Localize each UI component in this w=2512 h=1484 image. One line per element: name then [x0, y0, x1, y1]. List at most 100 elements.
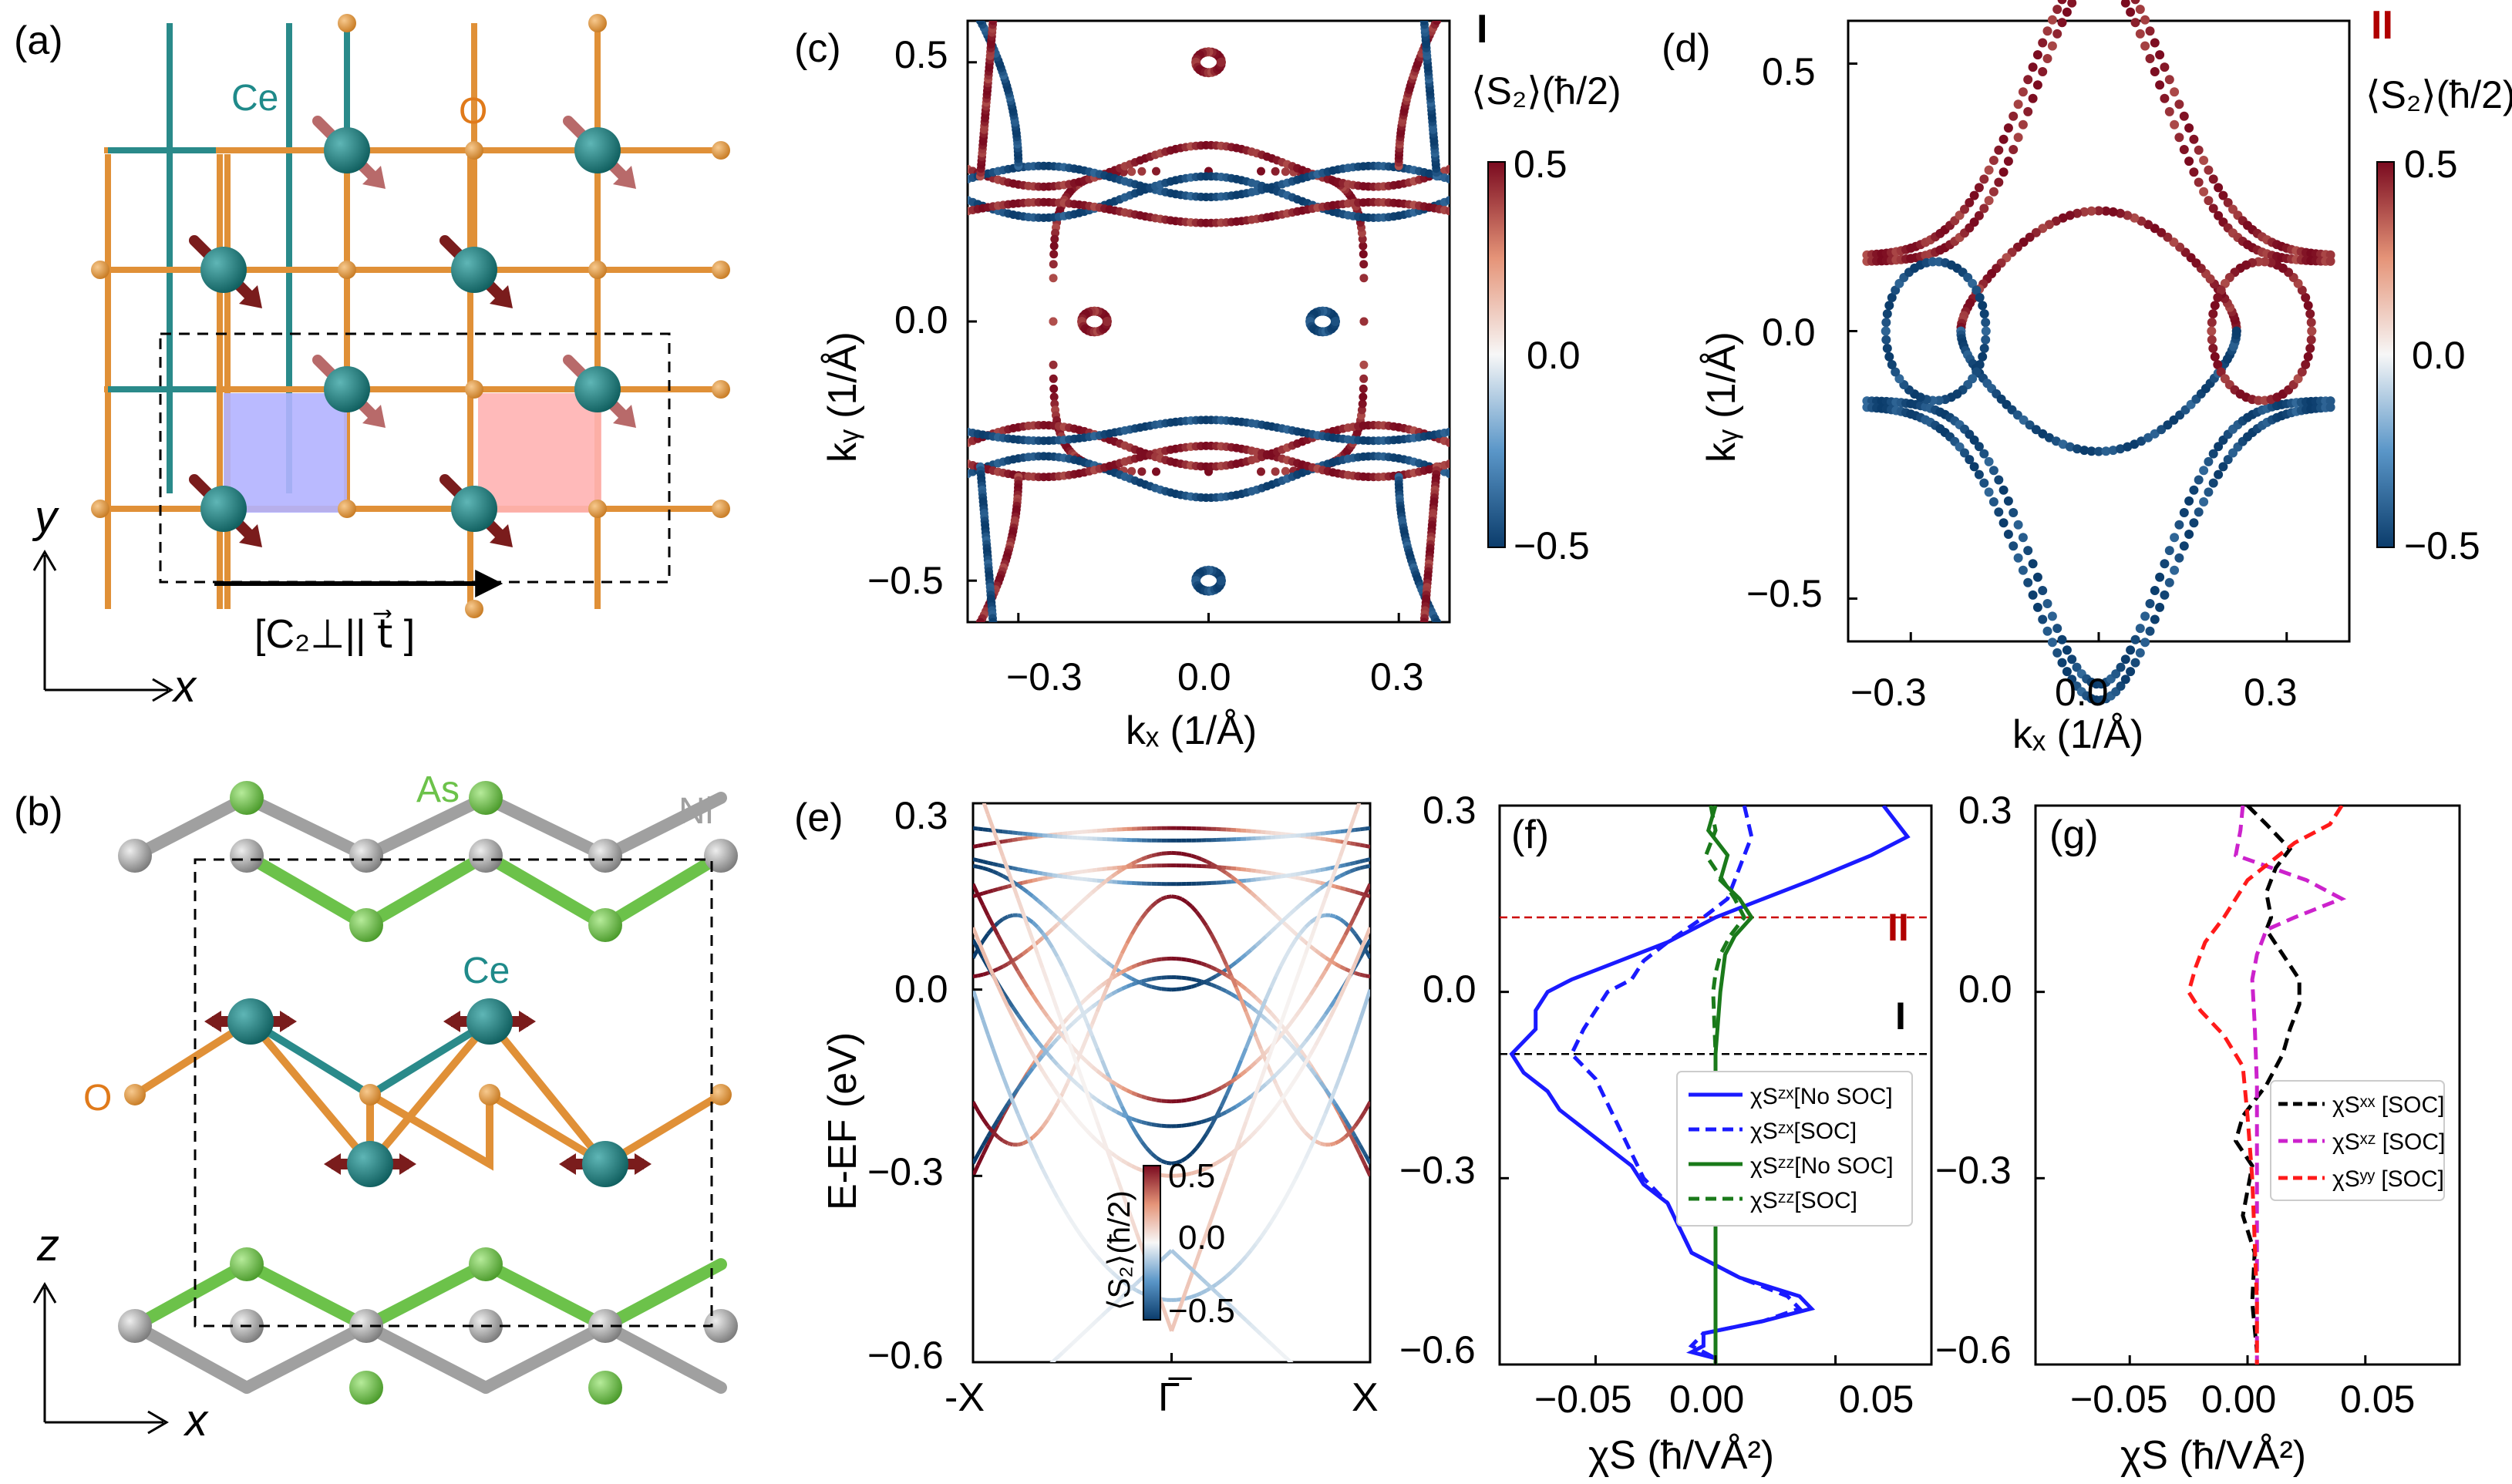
legend-g-entry-1: χSˣᶻ [SOC] — [2332, 1129, 2445, 1155]
band-segment — [995, 934, 1005, 946]
panel-e-ytick-1: 0.0 — [894, 967, 948, 1011]
fermi-contour-point — [1994, 475, 2004, 485]
band-segment — [1363, 1153, 1370, 1165]
band-segment — [981, 1143, 990, 1156]
fermi-contour-point — [2184, 530, 2194, 539]
band-segment — [1115, 1176, 1124, 1193]
legend-f-entry-3: χSᶻᶻ[SOC] — [1750, 1188, 1857, 1213]
band-segment — [1080, 1079, 1089, 1095]
band-segment — [1323, 1100, 1332, 1115]
panel-g-ytick-0: 0.3 — [1958, 789, 2012, 832]
fermi-contour-point — [2123, 210, 2133, 220]
band-segment — [1186, 1097, 1192, 1102]
ce-atom — [200, 486, 247, 532]
band-segment — [1338, 1110, 1347, 1121]
band-segment — [1365, 1432, 1370, 1437]
fermi-contour-point — [2009, 111, 2019, 121]
band-segment — [1076, 1118, 1084, 1127]
band-segment — [1200, 857, 1207, 863]
band-segment — [981, 933, 990, 943]
band-segment — [1131, 981, 1138, 987]
o-atom — [91, 500, 109, 518]
band-segment — [1255, 869, 1261, 874]
band-segment — [1230, 1304, 1237, 1313]
band-segment — [991, 924, 1000, 936]
band-segment — [1156, 957, 1162, 962]
fermi-contour-point — [1357, 405, 1366, 415]
band-segment — [1234, 957, 1243, 964]
band-segment — [1353, 951, 1362, 964]
band-segment — [1022, 1139, 1029, 1146]
band-segment — [1086, 1323, 1094, 1331]
band-segment — [1298, 953, 1308, 969]
band-segment — [1244, 1035, 1253, 1049]
band-segment — [1234, 1135, 1243, 1150]
fermi-contour-point — [2065, 442, 2075, 452]
fermi-contour-point — [1419, 21, 1429, 25]
fermi-contour-point — [1979, 449, 1989, 459]
fermi-contour-point — [1981, 318, 1991, 328]
band-segment — [1102, 867, 1108, 871]
fermi-contour-point — [1127, 167, 1136, 177]
band-segment — [1031, 894, 1039, 902]
band-segment — [1234, 980, 1243, 987]
band-segment — [1176, 1297, 1182, 1302]
fermi-contour-point — [2116, 208, 2125, 218]
band-segment — [1244, 1011, 1253, 1025]
panel-f-label: (f) — [1511, 813, 1549, 857]
band-segment — [1325, 866, 1331, 871]
band-segment — [1353, 1019, 1362, 1035]
fermi-contour-point — [2018, 119, 2028, 130]
band-segment — [1320, 913, 1326, 919]
band-segment — [1264, 987, 1273, 1000]
fermi-contour-point — [2293, 374, 2303, 384]
fermi-contour-point — [1984, 456, 1994, 466]
band-segment — [1194, 1272, 1203, 1280]
band-segment — [1051, 1021, 1059, 1031]
fermi-contour-point — [1974, 183, 1984, 193]
panel-c: (c) −0.3 0.0 0.3 0.5 0.0 −0.5 kₓ (1/Å) k… — [794, 7, 1621, 753]
band-segment — [1047, 872, 1053, 877]
fermi-contour-point — [2120, 655, 2130, 665]
band-segment — [1135, 1232, 1144, 1248]
fermi-contour-point — [1359, 241, 1368, 251]
band-segment — [1324, 1088, 1332, 1098]
band-segment — [1214, 942, 1224, 955]
band-segment — [1230, 874, 1237, 882]
fermi-contour-point — [1445, 469, 1450, 479]
band-segment — [1165, 1249, 1174, 1257]
band-segment — [1348, 813, 1358, 829]
legend-f-entry-1: χSᶻˣ[SOC] — [1750, 1119, 1857, 1144]
band-segment — [1298, 1040, 1308, 1049]
band-segment — [1349, 1133, 1357, 1146]
panel-d-xlabel: kₓ (1/Å) — [2012, 712, 2143, 757]
band-segment — [976, 1144, 985, 1156]
band-segment — [1358, 1144, 1367, 1156]
band-segment — [1249, 1092, 1258, 1109]
band-segment — [982, 827, 988, 832]
fermi-contour-point — [1445, 174, 1450, 183]
band-segment — [1040, 967, 1049, 983]
fermi-contour-point — [2189, 167, 2199, 177]
band-segment — [1288, 1035, 1298, 1045]
fermi-contour-point — [2032, 602, 2042, 612]
band-segment — [1041, 931, 1049, 941]
band-segment — [1240, 952, 1248, 961]
band-segment — [1060, 1082, 1069, 1095]
band-segment — [1318, 897, 1328, 913]
band-segment — [1146, 853, 1153, 860]
band-segment — [1363, 1101, 1370, 1112]
band-segment — [1090, 1035, 1099, 1049]
band-segment — [1060, 1023, 1069, 1038]
band-segment — [1086, 890, 1094, 899]
band-segment — [1318, 1013, 1328, 1023]
band-segment — [1042, 1367, 1048, 1371]
band-segment — [982, 890, 989, 896]
panel-f-ytick-2: −0.3 — [1399, 1149, 1476, 1192]
band-segment — [1190, 904, 1198, 914]
band-segment — [1313, 1035, 1322, 1047]
band-segment — [1328, 869, 1338, 885]
band-segment — [1035, 1126, 1045, 1135]
fermi-contour-point — [1271, 467, 1280, 476]
band-segment — [1259, 998, 1268, 1012]
